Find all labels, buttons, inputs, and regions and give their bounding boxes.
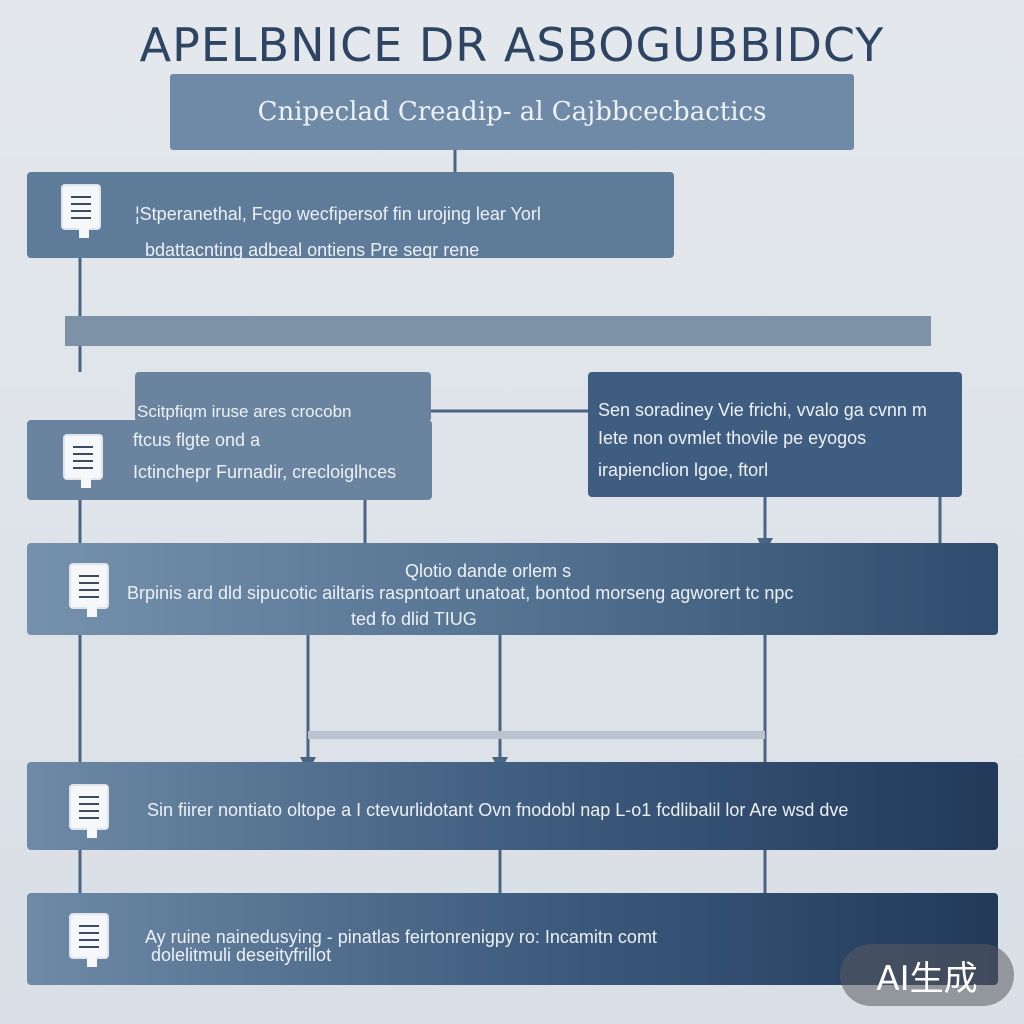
step-4-line-2: ted fo dlid TIUG	[351, 609, 477, 629]
diagram-title: APELBNICE DR ASBOGUBBIDCY	[139, 18, 885, 72]
step-6-line-2: dolelitmuli deseityfrillot	[151, 945, 332, 965]
step-2-box: ftcus flgte ond a Ictinchepr Furnadir, c…	[27, 420, 432, 500]
step-6-box: Ay ruine nainedusying - pinatlas feirton…	[27, 893, 998, 985]
step-2-line-2: Ictinchepr Furnadir, crecloiglhces	[133, 462, 397, 482]
step-2-header-box: Scitpfiqm iruse ares crocobn	[135, 372, 431, 422]
horizontal-flow-bar	[65, 316, 931, 346]
ai-generated-watermark: AI生成	[840, 944, 1014, 1006]
document-icon	[69, 913, 109, 967]
document-icon	[69, 563, 109, 617]
step-4-box: Qlotio dande orlem s Brpinis ard dld sip…	[27, 543, 998, 635]
step-1-line-1: ¦Stperanethal, Fcgo wecfipersof fin uroj…	[135, 204, 541, 224]
step-4-line-1: Brpinis ard dld sipucotic ailtaris raspn…	[127, 583, 794, 603]
document-icon	[63, 434, 103, 488]
step-2-header: Scitpfiqm iruse ares crocobn	[137, 402, 352, 421]
document-icon	[69, 784, 109, 838]
step-5-line-1: Sin fiirer nontiato oltope a I ctevurlid…	[147, 800, 849, 820]
step-3-line-2: Iete non ovmlet thovile pe eyogos	[598, 428, 867, 448]
subtitle-box: Cnipeclad Creadip- al Cajbbcecbactics	[170, 74, 854, 150]
step-4-header: Qlotio dande orlem s	[405, 561, 572, 581]
step-3-line-3: irapienclion lgoe, ftorl	[598, 460, 769, 480]
step-6-line-1: Ay ruine nainedusying - pinatlas feirton…	[145, 927, 657, 947]
step-2-line-1: ftcus flgte ond a	[133, 430, 261, 450]
step-1-line-2: bdattacnting adbeal ontiens Pre seqr ren…	[145, 240, 480, 260]
step-3-line-1: Sen soradiney Vie frichi, vvalo ga cvnn …	[598, 400, 927, 420]
subtitle-text: Cnipeclad Creadip- al Cajbbcecbactics	[257, 97, 767, 127]
step-1-box: ¦Stperanethal, Fcgo wecfipersof fin uroj…	[27, 172, 674, 260]
document-icon	[61, 184, 101, 238]
step-5-box: Sin fiirer nontiato oltope a I ctevurlid…	[27, 762, 998, 850]
step-3-box: Sen soradiney Vie frichi, vvalo ga cvnn …	[588, 372, 962, 497]
